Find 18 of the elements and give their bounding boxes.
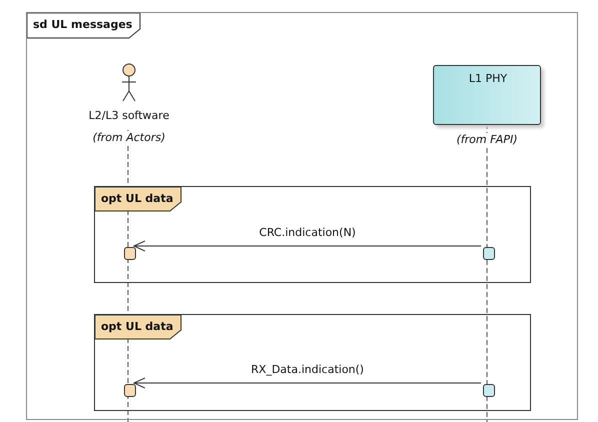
message-label: CRC.indication(N): [259, 226, 356, 239]
sequence-frame: [26, 12, 578, 420]
activation-box: [483, 384, 495, 397]
frame-title: opt UL data: [101, 320, 174, 333]
activation-box: [483, 247, 495, 260]
participant-box: [433, 65, 541, 125]
message-arrow: [134, 378, 482, 388]
message-arrow: [134, 240, 482, 252]
activation-box: [124, 384, 136, 397]
frame-title: sd UL messages: [33, 18, 132, 31]
option-fragment: [94, 314, 531, 411]
source-note: (from Actors): [92, 131, 166, 144]
participant-name: L1 PHY: [468, 72, 508, 85]
frame-title: opt UL data: [101, 192, 174, 205]
activation-box: [124, 247, 136, 260]
option-fragment: [94, 186, 531, 283]
message-label: RX_Data.indication(): [251, 363, 364, 376]
source-note: (from FAPI): [456, 133, 518, 146]
